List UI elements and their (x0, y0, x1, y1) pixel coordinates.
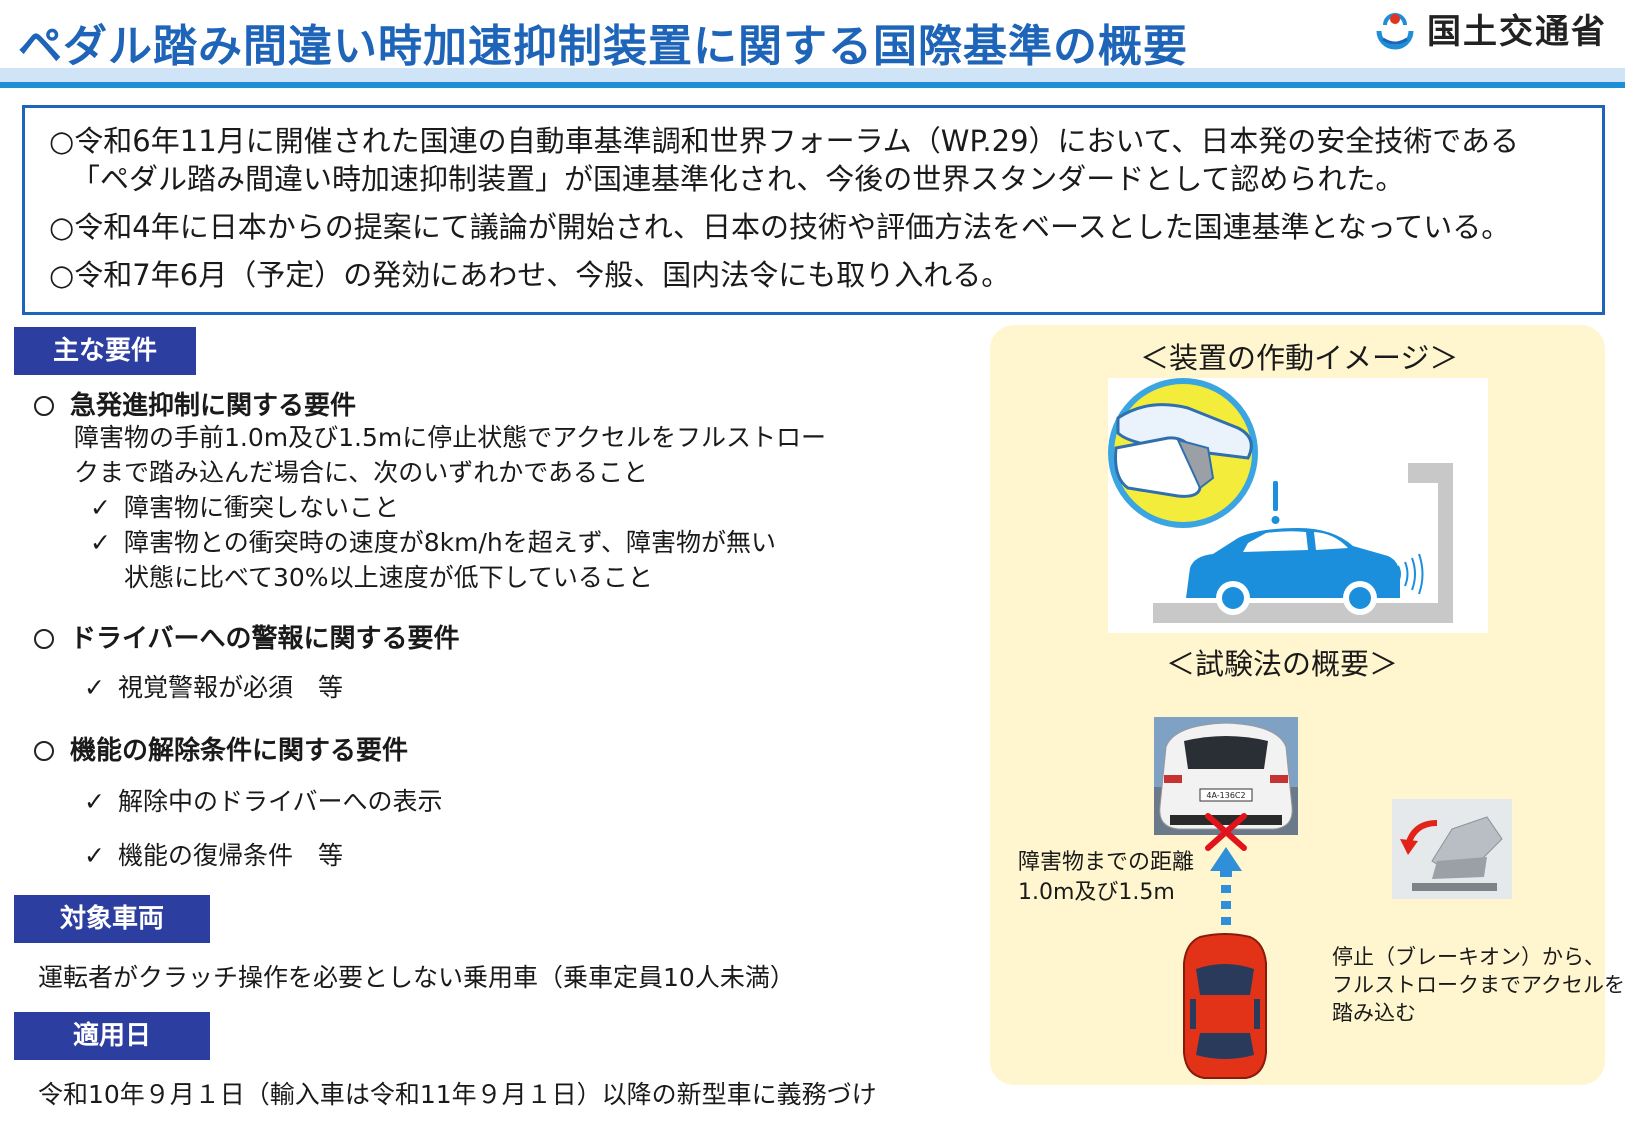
operation-heading: ＜装置の作動イメージ＞ (1140, 341, 1459, 375)
check-icon: ✓ (84, 673, 105, 702)
requirement-text: 障害物の手前1.0m及び1.5mに停止状態でアクセルをフルストロー (74, 423, 826, 452)
ministry-logo: 国土交通省 (1371, 4, 1607, 53)
exclamation-icon (1271, 481, 1280, 524)
circle-bullet-icon (34, 396, 54, 416)
accelerator-pedal-icon (1392, 799, 1512, 899)
requirement-title: ドライバーへの警報に関する要件 (34, 618, 459, 655)
check-item: ✓機能の復帰条件 等 (84, 838, 343, 873)
check-item: ✓障害物との衝突時の速度が8km/hを超えず、障害物が無い (90, 525, 776, 560)
distance-note: 障害物までの距離 1.0m及び1.5m (1018, 850, 1195, 905)
check-item: ✓障害物に衝突しないこと (90, 490, 399, 525)
summary-box: ○令和6年11月に開催された国連の自動車基準調和世界フォーラム（WP.29）にお… (22, 105, 1605, 315)
header-band-light (0, 68, 1625, 82)
requirement-title: 急発進抑制に関する要件 (34, 385, 356, 422)
check-item: ✓解除中のドライバーへの表示 (84, 784, 443, 819)
requirement-text: クまで踏み込んだ場合に、次のいずれかであること (74, 458, 649, 487)
operation-illustration (1108, 378, 1488, 633)
summary-line: ○令和4年に日本からの提案にて議論が開始され、日本の技術や評価方法をベースとした… (49, 210, 1511, 244)
red-car-icon (1183, 933, 1267, 1079)
license-plate-text: 4A-136C2 (1206, 791, 1245, 800)
sonar-waves-icon (1397, 553, 1424, 595)
cross-mark-icon (1205, 813, 1247, 851)
header-band-dark (0, 82, 1625, 88)
ministry-emblem-icon (1373, 6, 1417, 51)
pedal-foot-icon (1108, 378, 1258, 528)
page-title: ペダル踏み間違い時加速抑制装置に関する国際基準の概要 (18, 21, 1188, 72)
ministry-name: 国土交通省 (1427, 12, 1607, 52)
test-car-rear-photo: 4A-136C2 (1154, 717, 1298, 835)
vehicles-text: 運転者がクラッチ操作を必要としない乗用車（乗車定員10人未満） (38, 963, 795, 992)
circle-bullet-icon (34, 741, 54, 761)
pedal-note: 停止（ブレーキオン）から、 フルストロークまでアクセルを 踏み込む (1332, 945, 1625, 1025)
summary-line: 「ペダル踏み間違い時加速抑制装置」が国連基準化され、今後の世界スタンダードとして… (71, 162, 1405, 196)
test-heading: ＜試験法の概要＞ (1166, 647, 1399, 681)
check-icon: ✓ (90, 493, 111, 522)
application-text: 令和10年９月１日（輸入車は令和11年９月１日）以降の新型車に義務づけ (38, 1080, 877, 1109)
vehicles-heading: 対象車両 (14, 895, 210, 943)
wall (1408, 463, 1453, 613)
car-blue-icon (1186, 528, 1400, 615)
requirement-title: 機能の解除条件に関する要件 (34, 730, 408, 767)
distance-arrow-icon (1210, 847, 1242, 925)
requirements-heading: 主な要件 (14, 327, 196, 375)
check-icon: ✓ (84, 787, 105, 816)
check-icon: ✓ (90, 528, 111, 557)
ground (1153, 603, 1453, 623)
circle-bullet-icon (34, 629, 54, 649)
check-item: ✓視覚警報が必須 等 (84, 670, 343, 705)
illustration-panel: ＜装置の作動イメージ＞ (990, 325, 1625, 1085)
summary-line: ○令和6年11月に開催された国連の自動車基準調和世界フォーラム（WP.29）にお… (49, 124, 1519, 158)
application-heading: 適用日 (14, 1012, 210, 1060)
check-item-continued: 状態に比べて30%以上速度が低下していること (124, 563, 653, 592)
check-icon: ✓ (84, 841, 105, 870)
header: ペダル踏み間違い時加速抑制装置に関する国際基準の概要 国土交通省 (0, 0, 1625, 90)
summary-line: ○令和7年6月（予定）の発効にあわせ、今般、国内法令にも取り入れる。 (49, 258, 1011, 292)
